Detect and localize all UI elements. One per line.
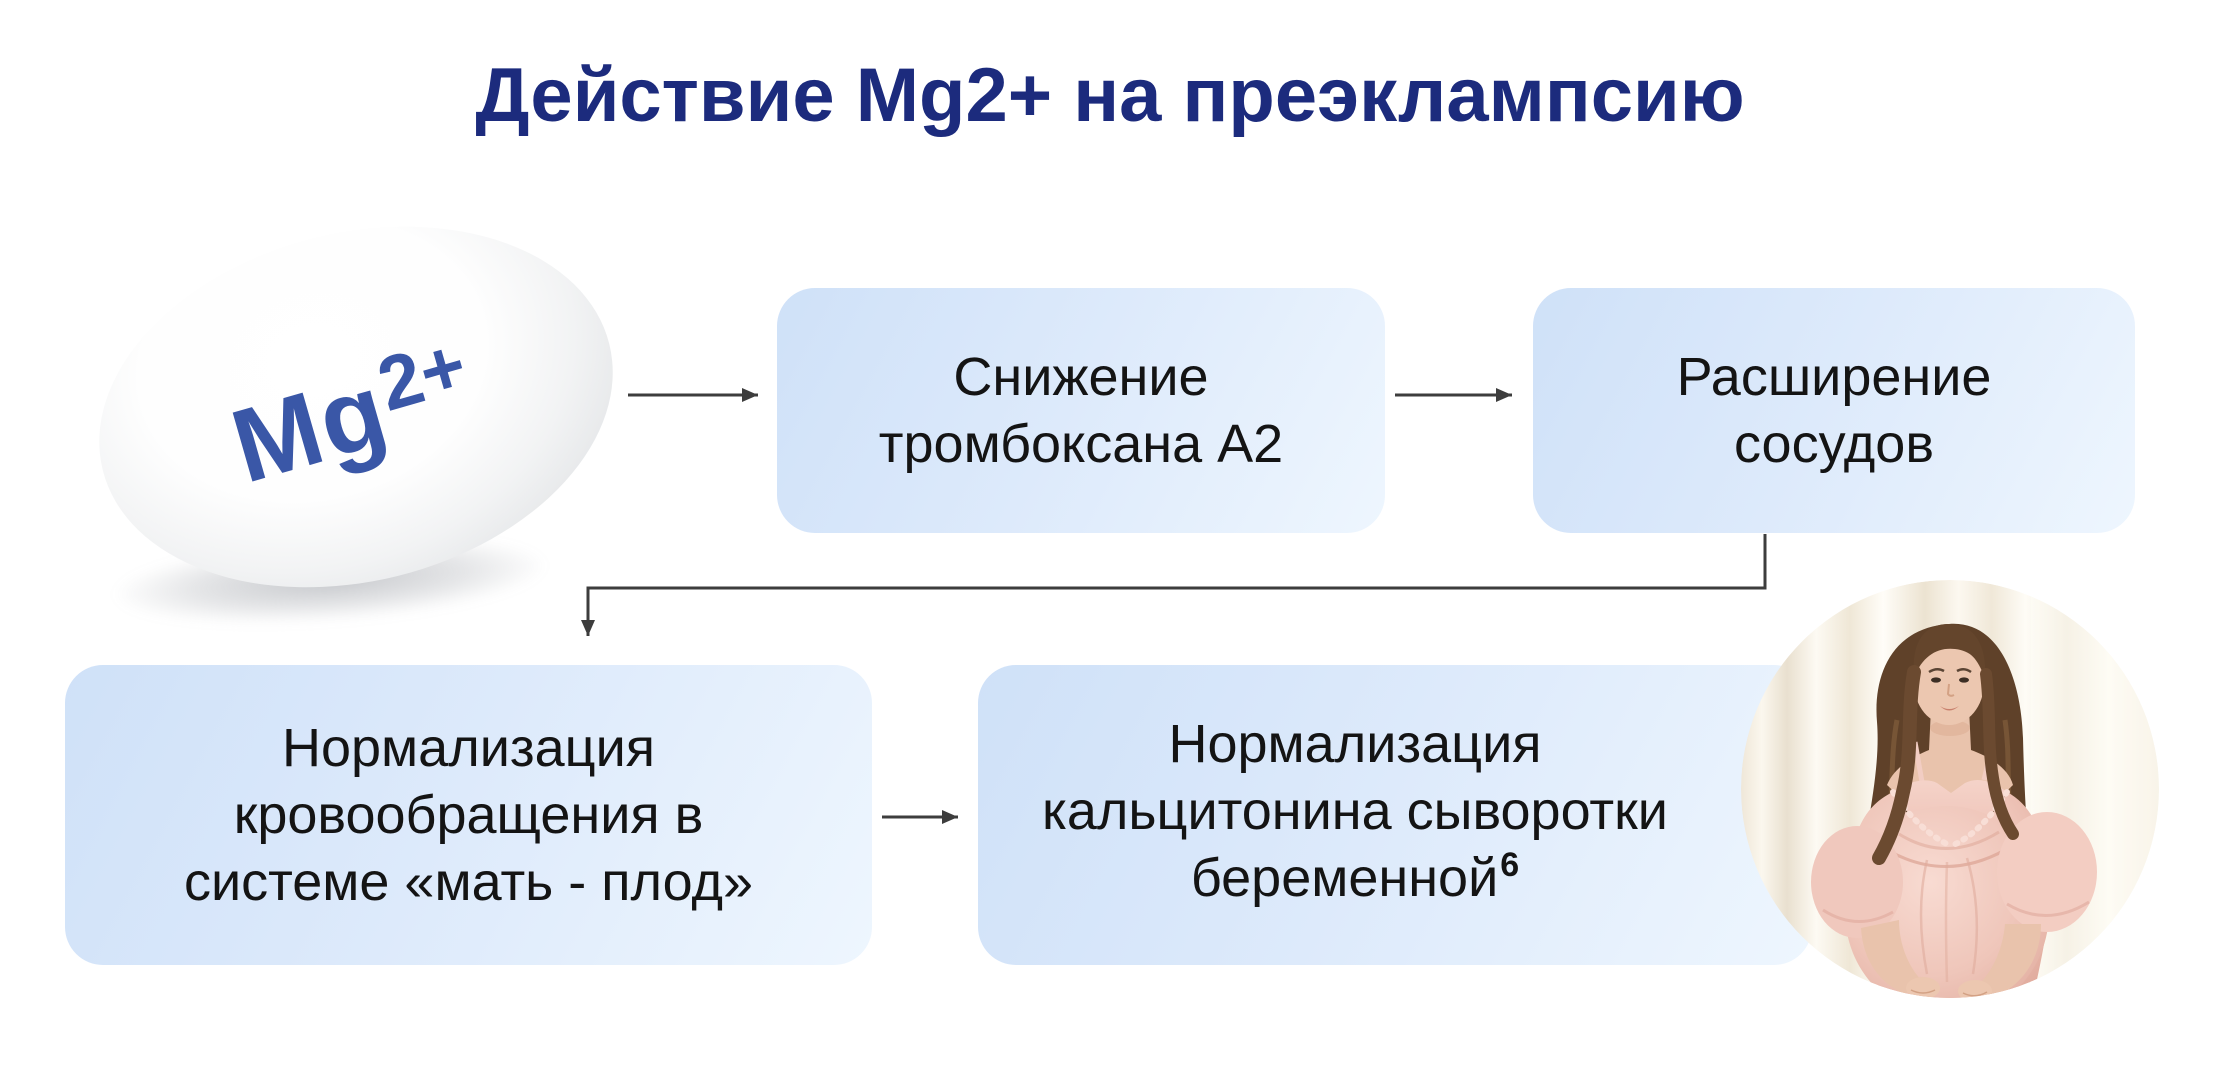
hand-left [1906,977,1940,998]
hair-strand-right [1980,668,2019,840]
flow-box-calcitonin-line3-text: беременной [1190,848,1499,908]
pregnant-woman-illustration [1741,580,2159,998]
flow-box-calcitonin-text: Нормализация кальцитонина сыворотки бере… [1042,711,1668,919]
hair-strand-left [1872,665,1921,865]
flow-box-vasodilation-line2: сосудов [1733,413,1935,474]
hair-front [1913,624,1986,678]
flow-box-calcitonin: Нормализация кальцитонина сыворотки бере… [978,665,1812,965]
flow-box-thromboxane: Снижение тромбоксана А2 [777,288,1385,533]
reference-superscript: 6 [1500,846,1520,884]
flow-box-thromboxane-line2: тромбоксана А2 [878,413,1284,474]
flow-box-thromboxane-line1: Снижение [953,346,1209,407]
pregnant-woman-photo [1741,580,2159,998]
elbow-arrow-vasodilation-to-circulation [581,534,1767,636]
flow-box-calcitonin-line1: Нормализация [1168,714,1542,774]
flow-box-circulation: Нормализация кровообращения в системе «м… [65,665,872,965]
arm-left [1861,920,1923,994]
dress-strap-left [1912,741,1925,783]
flow-box-circulation-line2: кровообращения в [233,784,704,845]
puff-sleeve-right [1997,812,2097,932]
face [1914,641,1984,725]
flow-box-calcitonin-line3: беременной6 [1042,845,1668,919]
mg-pill-label: Mg2+ [220,322,483,505]
page-title: Действие Mg2+ на преэклампсию [475,53,1745,138]
flow-box-vasodilation-line1: Расширение [1676,346,1992,407]
flow-box-circulation-line3: системе «мать - плод» [183,851,754,912]
flow-box-circulation-line1: Нормализация [281,717,656,778]
mg-pill-label-base: Mg [219,351,400,506]
arm-right [1977,924,2041,998]
flow-box-calcitonin-line2: кальцитонина сыворотки [1042,781,1668,841]
flow-box-vasodilation: Расширение сосудов [1533,288,2135,533]
